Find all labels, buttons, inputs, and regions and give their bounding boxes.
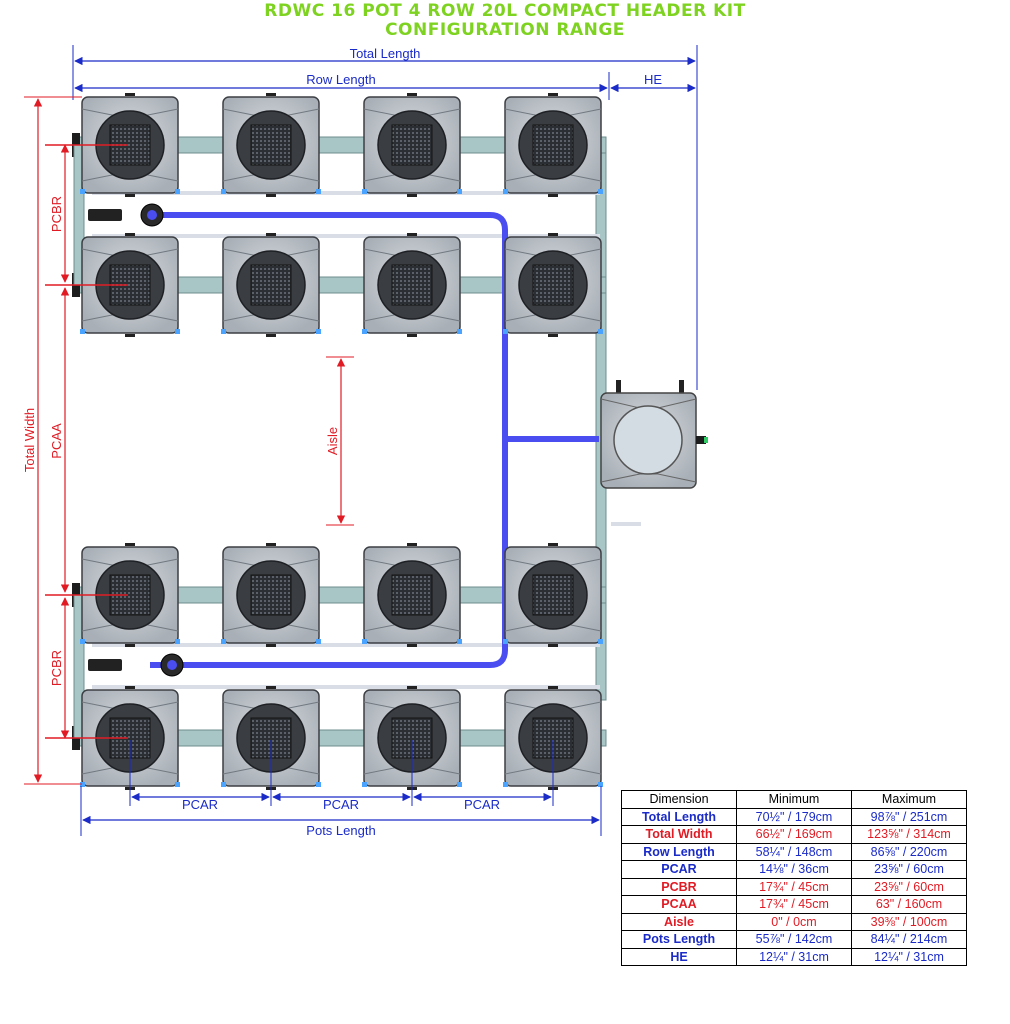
table-header: Dimension bbox=[621, 790, 737, 809]
pcar-2-label: PCAR bbox=[323, 797, 359, 812]
pot bbox=[503, 233, 603, 337]
table-cell-minimum: 14⅛" / 36cm bbox=[736, 860, 852, 879]
table-cell-dimension: Total Length bbox=[621, 807, 737, 826]
table-cell-dimension: PCAA bbox=[621, 895, 737, 914]
pot bbox=[221, 93, 321, 197]
aisle-label: Aisle bbox=[325, 427, 340, 455]
pcar-3-label: PCAR bbox=[464, 797, 500, 812]
pcar-1-label: PCAR bbox=[182, 797, 218, 812]
table-cell-minimum: 12¼" / 31cm bbox=[736, 947, 852, 966]
table-cell-dimension: HE bbox=[621, 947, 737, 966]
table-header: Minimum bbox=[736, 790, 852, 809]
pot bbox=[221, 233, 321, 337]
table-cell-dimension: PCAR bbox=[621, 860, 737, 879]
table-cell-minimum: 17¾" / 45cm bbox=[736, 895, 852, 914]
table-cell-minimum: 70½" / 179cm bbox=[736, 807, 852, 826]
drain-lines bbox=[92, 191, 600, 689]
pot bbox=[362, 686, 462, 790]
table-cell-dimension: Row Length bbox=[621, 842, 737, 861]
table-cell-dimension: Total Width bbox=[621, 825, 737, 844]
title-line-1: RDWC 16 POT 4 ROW 20L COMPACT HEADER KIT bbox=[264, 1, 746, 21]
pot bbox=[362, 233, 462, 337]
table-cell-maximum: 39⅜" / 100cm bbox=[851, 912, 967, 931]
table-header: Maximum bbox=[851, 790, 967, 809]
pcbr-bottom-label: PCBR bbox=[49, 650, 64, 686]
table-cell-maximum: 123⅝" / 314cm bbox=[851, 825, 967, 844]
pots-grid bbox=[80, 93, 603, 790]
pump-unit bbox=[88, 203, 164, 227]
diagram-title: RDWC 16 POT 4 ROW 20L COMPACT HEADER KIT… bbox=[0, 2, 1010, 40]
table-cell-maximum: 63" / 160cm bbox=[851, 895, 967, 914]
header-tank bbox=[600, 380, 708, 526]
pot bbox=[503, 543, 603, 647]
pot bbox=[503, 93, 603, 197]
pot bbox=[80, 93, 180, 197]
total-width-label: Total Width bbox=[22, 408, 37, 472]
pot bbox=[80, 233, 180, 337]
table-header-row: Dimension Minimum Maximum bbox=[621, 790, 967, 809]
drain-line bbox=[92, 643, 600, 647]
table-cell-maximum: 86⅝" / 220cm bbox=[851, 842, 967, 861]
pot bbox=[503, 686, 603, 790]
table-cell-dimension: Aisle bbox=[621, 912, 737, 931]
table-cell-maximum: 84¼" / 214cm bbox=[851, 930, 967, 949]
title-line-2: CONFIGURATION RANGE bbox=[385, 20, 625, 40]
row-length-label: Row Length bbox=[306, 72, 375, 87]
table-cell-maximum: 23⅝" / 60cm bbox=[851, 877, 967, 896]
drain-line bbox=[92, 234, 600, 238]
table-cell-dimension: PCBR bbox=[621, 877, 737, 896]
table-cell-minimum: 58¼" / 148cm bbox=[736, 842, 852, 861]
table-cell-minimum: 0" / 0cm bbox=[736, 912, 852, 931]
total-length-label: Total Length bbox=[350, 46, 421, 61]
row-pipes bbox=[72, 133, 607, 750]
header-return-tube bbox=[503, 436, 599, 442]
pump-unit bbox=[88, 653, 184, 677]
table-cell-minimum: 55⅞" / 142cm bbox=[736, 930, 852, 949]
pot bbox=[362, 93, 462, 197]
table-cell-dimension: Pots Length bbox=[621, 930, 737, 949]
table-cell-maximum: 98⅞" / 251cm bbox=[851, 807, 967, 826]
he-label: HE bbox=[644, 72, 662, 87]
drain-line bbox=[92, 685, 600, 689]
pot bbox=[221, 543, 321, 647]
pcbr-top-label: PCBR bbox=[49, 196, 64, 232]
table-cell-maximum: 23⅝" / 60cm bbox=[851, 860, 967, 879]
table-cell-minimum: 66½" / 169cm bbox=[736, 825, 852, 844]
drain-line bbox=[92, 191, 600, 195]
pots-length-label: Pots Length bbox=[306, 823, 375, 838]
pot bbox=[362, 543, 462, 647]
pot bbox=[80, 543, 180, 647]
table-cell-maximum: 12¼" / 31cm bbox=[851, 947, 967, 966]
table-cell-minimum: 17¾" / 45cm bbox=[736, 877, 852, 896]
pcaa-label: PCAA bbox=[49, 423, 64, 459]
